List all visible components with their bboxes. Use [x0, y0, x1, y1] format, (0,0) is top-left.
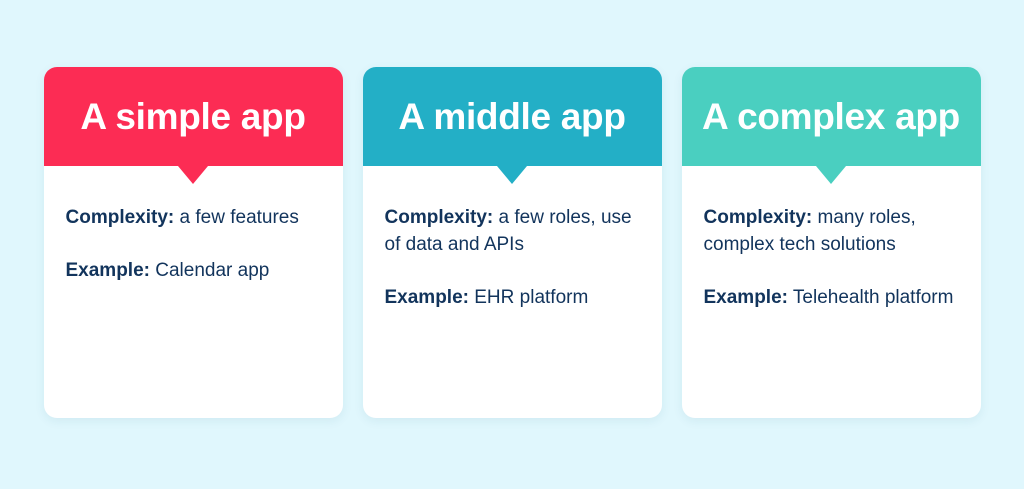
- card-simple-app: A simple app Complexity: a few features …: [43, 67, 343, 418]
- card-row-example: Example: EHR platform: [385, 285, 640, 312]
- row-value: a few roles, use of data and APIs: [384, 207, 632, 255]
- card-pointer-triangle: [816, 166, 846, 184]
- row-value: EHR platform: [468, 286, 589, 308]
- card-body: Complexity: many roles, complex tech sol…: [682, 166, 981, 418]
- card-pointer-triangle: [497, 166, 527, 184]
- card-header: A middle app: [362, 67, 662, 184]
- row-value: Telehealth platform: [787, 286, 954, 308]
- card-row-complexity: Complexity: a few roles, use of data and…: [385, 205, 640, 259]
- row-value: many roles, complex tech solutions: [703, 207, 916, 255]
- card-header: A simple app: [43, 67, 343, 184]
- card-title: A middle app: [398, 96, 626, 137]
- row-label: Complexity:: [384, 207, 494, 228]
- card-pointer-triangle: [178, 166, 208, 184]
- card-body: Complexity: a few roles, use of data and…: [363, 166, 662, 418]
- row-label: Complexity:: [703, 207, 813, 228]
- card-row-example: Example: Telehealth platform: [704, 285, 959, 312]
- card-row-example: Example: Calendar app: [66, 258, 321, 285]
- row-label: Complexity:: [65, 207, 175, 228]
- card-title: A complex app: [702, 96, 960, 137]
- row-value: a few features: [174, 207, 299, 228]
- card-title: A simple app: [80, 96, 306, 137]
- card-middle-app: A middle app Complexity: a few roles, us…: [362, 67, 662, 418]
- row-label: Example:: [65, 259, 150, 281]
- row-value: Calendar app: [149, 259, 270, 281]
- card-complex-app: A complex app Complexity: many roles, co…: [681, 67, 981, 418]
- row-label: Example:: [703, 286, 788, 308]
- card-header: A complex app: [681, 67, 981, 184]
- card-row-complexity: Complexity: a few features: [66, 205, 321, 232]
- card-body: Complexity: a few features Example: Cale…: [44, 166, 343, 418]
- card-row-complexity: Complexity: many roles, complex tech sol…: [704, 205, 959, 259]
- row-label: Example:: [384, 286, 469, 308]
